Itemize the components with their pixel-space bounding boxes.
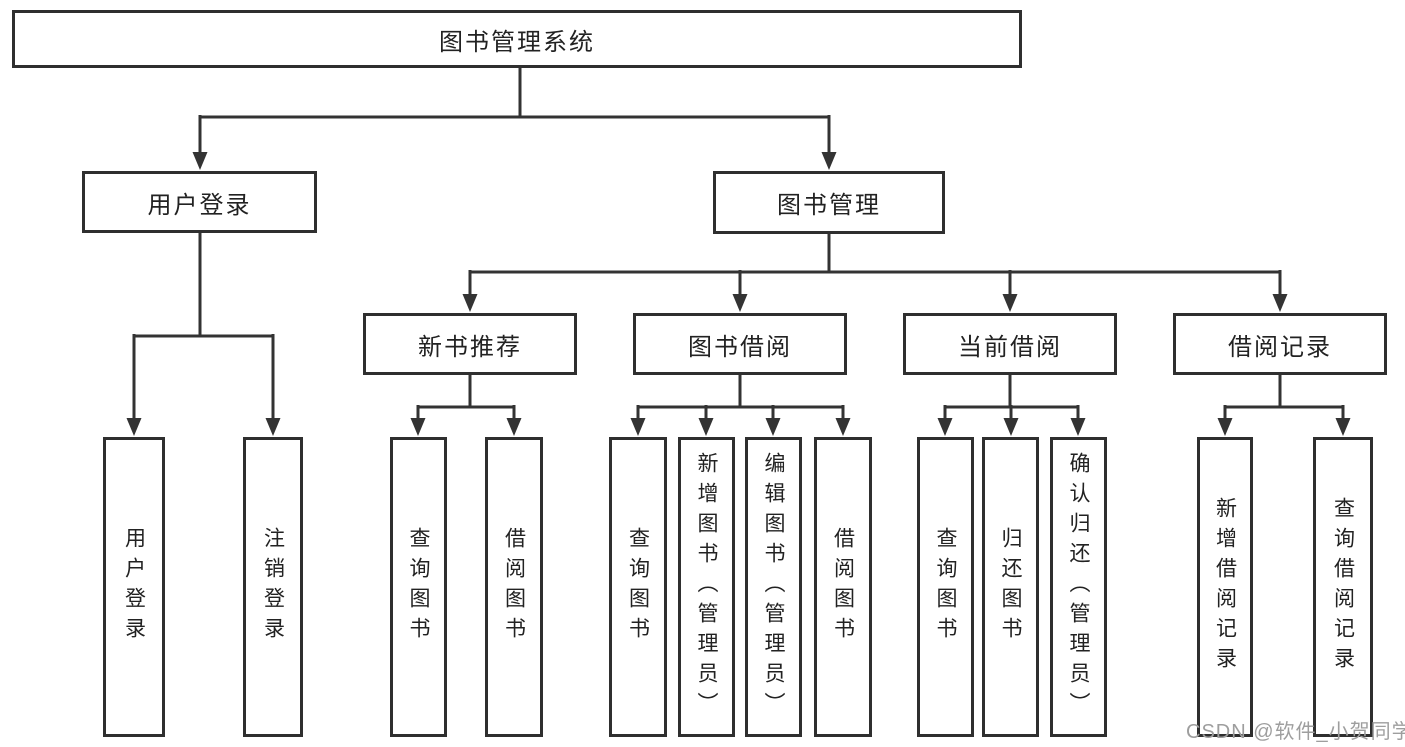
leaf-label: 归还图书: [999, 527, 1022, 647]
leaf-query-borrow-record: 查询借阅记录: [1313, 437, 1373, 737]
leaf-label: 查询图书: [934, 527, 957, 647]
leaf-add-books-admin: 新增图书（管理员）: [678, 437, 735, 737]
node-label: 用户登录: [147, 191, 252, 219]
leaf-logout: 注销登录: [243, 437, 303, 737]
leaf-confirm-return-admin: 确认归还（管理员）: [1050, 437, 1107, 737]
leaf-recommend-query-books: 查询图书: [390, 437, 447, 737]
node-label: 图书管理系统: [439, 28, 595, 56]
node-label: 图书管理: [777, 192, 881, 219]
leaf-label: 查询图书: [407, 527, 430, 647]
leaf-label: 编辑图书（管理员）: [762, 452, 785, 722]
node-label: 借阅记录: [1228, 333, 1332, 361]
leaf-label: 新增借阅记录: [1213, 497, 1237, 677]
leaf-label: 查询借阅记录: [1331, 497, 1355, 677]
leaf-recommend-borrow-books: 借阅图书: [485, 437, 543, 737]
leaf-label: 用户登录: [122, 527, 146, 647]
node-book-management: 图书管理: [713, 171, 945, 234]
leaf-label: 新增图书（管理员）: [695, 452, 718, 722]
node-current-borrow: 当前借阅: [903, 313, 1117, 375]
node-label: 图书借阅: [688, 333, 792, 361]
leaf-label: 确认归还（管理员）: [1067, 452, 1090, 722]
node-book-borrow: 图书借阅: [633, 313, 847, 375]
leaf-add-borrow-record: 新增借阅记录: [1197, 437, 1253, 737]
node-borrow-records: 借阅记录: [1173, 313, 1387, 375]
leaf-borrow-query-books: 查询图书: [609, 437, 667, 737]
leaf-user-login: 用户登录: [103, 437, 165, 737]
node-root: 图书管理系统: [12, 10, 1022, 68]
node-label: 当前借阅: [958, 333, 1062, 361]
leaf-label: 借阅图书: [831, 527, 855, 647]
leaf-edit-books-admin: 编辑图书（管理员）: [745, 437, 802, 737]
watermark: CSDN @软件_小贺同学: [1186, 721, 1405, 743]
leaf-borrow-books: 借阅图书: [814, 437, 872, 737]
leaf-current-query-books: 查询图书: [917, 437, 974, 737]
leaf-label: 借阅图书: [502, 527, 526, 647]
leaf-return-books: 归还图书: [982, 437, 1039, 737]
node-user-login: 用户登录: [82, 171, 317, 233]
leaf-label: 注销登录: [261, 527, 285, 647]
node-new-book-recommend: 新书推荐: [363, 313, 577, 375]
leaf-label: 查询图书: [626, 527, 650, 647]
node-label: 新书推荐: [418, 333, 522, 361]
